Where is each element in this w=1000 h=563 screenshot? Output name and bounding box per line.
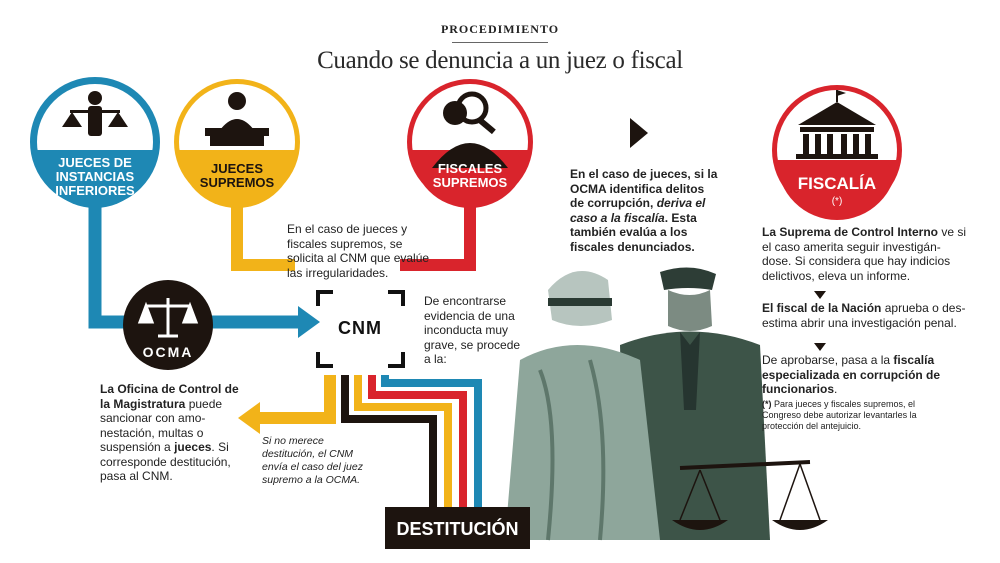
- text-span: de corrupción,: [570, 196, 657, 210]
- ocma-note: La Oficina de Control de la Magistratura…: [100, 382, 250, 484]
- supremos-note: En el caso de jueces y fiscales supremos…: [287, 222, 457, 280]
- text-line: De encontrarse: [424, 294, 507, 308]
- blue-arrowhead: [298, 306, 320, 338]
- magnifier-icon: [432, 91, 508, 168]
- destitution-line-red: [368, 375, 467, 507]
- destitution-line-blue: [381, 375, 482, 507]
- node-ocma: OCMA: [142, 344, 194, 360]
- node-label-line: JUECES DE: [58, 155, 132, 170]
- ocma-scale-icon: [137, 298, 199, 338]
- text-italic: deriva el: [656, 196, 706, 210]
- cnm-frame: [316, 290, 405, 368]
- fiscalia-step-2: El fiscal de la Nación aprueba o des- es…: [762, 301, 987, 330]
- text-line: fiscales denunciados.: [570, 239, 695, 254]
- text-line: grave, se procede: [424, 337, 521, 352]
- cnm-return-note: Si no merece destitución, el CNM envía e…: [262, 435, 392, 487]
- node-label-line: JUECES: [210, 161, 264, 176]
- fiscalia-step-3: De aprobarse, pasa a la fiscalía especia…: [762, 353, 987, 397]
- text-line: Congreso debe autorizar levantarles la: [762, 410, 917, 420]
- text-bold: fiscalía: [893, 353, 935, 367]
- cnm-note: De encontrarse evidencia de una inconduc…: [424, 294, 534, 367]
- text-line: En el caso de jueces y: [287, 222, 408, 236]
- down-arrow-icon: [814, 343, 826, 351]
- justice-police-illustration: [505, 267, 828, 541]
- red-connector: [400, 205, 476, 271]
- blue-connector: [88, 205, 300, 329]
- node-label-line: INFERIORES: [55, 183, 135, 198]
- text-span: .: [834, 382, 838, 396]
- node-fiscalia-mark: (*): [831, 196, 843, 207]
- text-bold: especializada en corrupción de: [762, 367, 941, 382]
- text-line: también evalúa a los: [570, 225, 688, 239]
- play-arrow-icon: [630, 118, 648, 148]
- text-span: puede: [185, 396, 223, 411]
- text-line: nestación, multas o: [100, 425, 204, 440]
- node-label-line: INSTANCIAS: [55, 169, 135, 184]
- text-italic: caso a la fiscalía: [570, 210, 665, 225]
- text-line: supremo a la OCMA.: [262, 474, 361, 486]
- text-line: En el caso de jueces, si la: [570, 167, 718, 181]
- kicker-rule: [452, 42, 548, 43]
- text-span: Para jueces y fiscales supremos, el: [771, 399, 916, 409]
- page-title: Cuando se denuncia a un juez o fiscal: [317, 47, 683, 74]
- node-jueces-inferiores: JUECES DE INSTANCIAS INFERIORES: [45, 156, 145, 198]
- text-line: a la:: [424, 352, 447, 366]
- text-line: destitución, el CNM: [262, 448, 354, 460]
- text-line: evidencia de una: [424, 308, 515, 323]
- text-line: envía el caso del juez: [262, 461, 363, 473]
- text-line: dose. Si considera que hay indicios: [762, 254, 951, 268]
- text-span: . Esta: [664, 210, 697, 225]
- text-span: suspensión a: [100, 440, 175, 454]
- text-line: solicita al CNM que evalúe: [287, 251, 430, 265]
- down-arrow-icon: [814, 291, 826, 299]
- text-line: corresponde destitución,: [100, 454, 231, 469]
- courthouse-icon: [796, 90, 878, 159]
- text-line: Si no merece: [262, 435, 324, 447]
- text-span: aprueba o des-: [881, 301, 966, 315]
- text-bold: la Magistratura: [100, 396, 186, 411]
- text-span: De aprobarse, pasa a la: [762, 353, 894, 367]
- text-line: fiscales supremos, se: [287, 236, 403, 251]
- text-line: protección del antejuicio.: [762, 421, 862, 431]
- node-label-line: FISCALES: [437, 161, 503, 176]
- text-line: OCMA identifica delitos: [570, 181, 705, 196]
- text-line: pasa al CNM.: [100, 469, 173, 483]
- text-span: . Si: [211, 440, 229, 454]
- kicker: PROCEDIMIENTO: [440, 22, 560, 36]
- fiscalia-step-1: La Suprema de Control Interno ve si el c…: [762, 225, 987, 283]
- destitution-line-dark: [341, 375, 437, 507]
- text-line: las irregularidades.: [287, 265, 389, 280]
- destitucion-box: [385, 507, 530, 549]
- text-line: el caso amerita seguir investigán-: [762, 239, 941, 254]
- node-fiscalia: FISCALÍA: [797, 174, 877, 193]
- text-bold: jueces: [174, 440, 212, 454]
- text-bold: funcionarios: [762, 382, 835, 396]
- destitution-line-yellow: [354, 375, 452, 507]
- justice-scale-icon: [62, 91, 128, 136]
- footnote-mark: (*): [762, 399, 772, 409]
- text-bold: La Suprema de Control Interno: [762, 225, 939, 239]
- text-line: inconducta muy: [424, 323, 509, 337]
- text-line: sancionar con amo-: [100, 411, 206, 425]
- footnote: (*) Para jueces y fiscales supremos, el …: [762, 399, 982, 432]
- corrupcion-note: En el caso de jueces, si la OCMA identif…: [570, 167, 740, 254]
- node-fiscales-supremos: FISCALES SUPREMOS: [420, 162, 520, 190]
- node-destitucion: DESTITUCIÓN: [396, 519, 519, 539]
- node-jueces-supremos: JUECES SUPREMOS: [187, 162, 287, 190]
- text-bold: El fiscal de la Nación: [762, 301, 882, 315]
- text-bold: La Oficina de Control de: [100, 382, 239, 396]
- return-arrowhead: [238, 402, 260, 434]
- judge-icon: [205, 92, 269, 146]
- return-connector: [258, 375, 336, 424]
- text-line: delictivos, eleva un informe.: [762, 268, 911, 283]
- node-label-line: SUPREMOS: [432, 175, 508, 190]
- node-label-line: SUPREMOS: [199, 175, 275, 190]
- node-cnm: CNM: [338, 318, 382, 338]
- text-line: estima abrir una investigación penal.: [762, 315, 957, 330]
- text-span: ve si: [938, 225, 967, 239]
- yellow-connector: [231, 205, 295, 271]
